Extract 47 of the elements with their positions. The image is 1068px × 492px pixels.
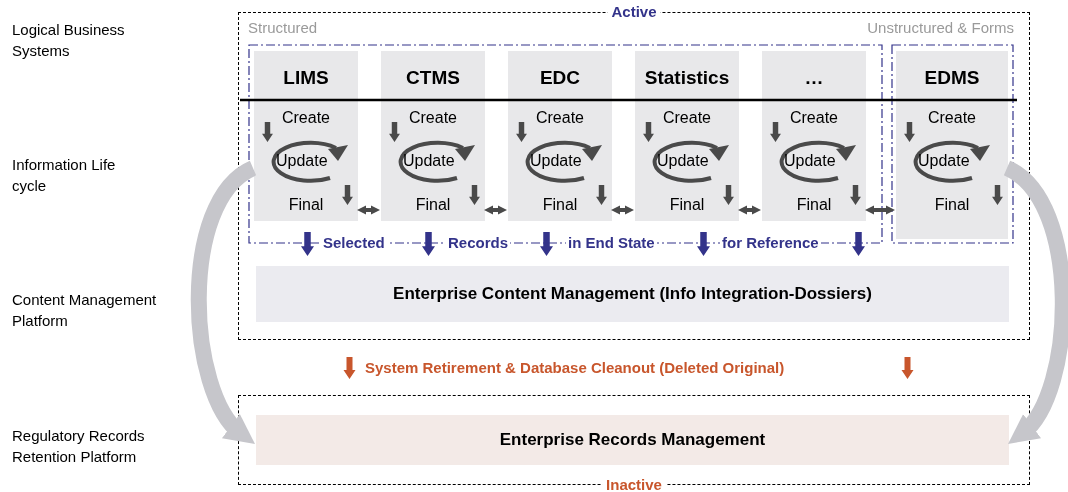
system-name: EDMS <box>923 67 981 89</box>
stage-label: Update <box>918 151 970 170</box>
stage-label: Update <box>276 151 328 170</box>
row-label: Information Life cycle <box>12 155 117 196</box>
curved-arrow <box>190 161 258 447</box>
stage-label: Create <box>535 108 585 127</box>
double-arrow <box>738 205 761 215</box>
frame-title: Inactive <box>602 476 666 492</box>
stage-label: Create <box>927 108 977 127</box>
double-arrow <box>611 205 634 215</box>
stage-label: Update <box>403 151 455 170</box>
stage-label: Final <box>795 195 833 214</box>
stage-label: Final <box>414 195 452 214</box>
curved-arrow <box>1002 161 1068 447</box>
band-title: Enterprise Content Management (Info Integration-Dossiers) <box>393 283 872 306</box>
system-name: … <box>803 67 825 89</box>
system-column <box>762 51 866 221</box>
system-name: EDC <box>538 67 582 89</box>
system-name: Statistics <box>643 67 731 89</box>
double-arrow <box>357 205 380 215</box>
row-label: Content Management Platform <box>12 290 158 331</box>
flow-label: System Retirement & Database Cleanout (Deleted Original) <box>365 359 785 377</box>
stage-label: Final <box>933 195 971 214</box>
double-arrow <box>484 205 507 215</box>
system-column <box>254 51 358 221</box>
stage-label: Final <box>287 195 325 214</box>
system-name: LIMS <box>282 67 330 89</box>
group-title: Unstructured & Forms <box>867 19 1014 37</box>
stage-label: Create <box>408 108 458 127</box>
system-column <box>508 51 612 221</box>
stage-label: Update <box>784 151 836 170</box>
system-column <box>635 51 739 221</box>
group-title: Structured <box>248 19 318 37</box>
system-name: CTMS <box>405 67 461 89</box>
stage-label: Update <box>657 151 709 170</box>
system-column <box>381 51 485 221</box>
stage-label: Final <box>668 195 706 214</box>
stage-label: Update <box>530 151 582 170</box>
stage-label: Final <box>541 195 579 214</box>
row-label: Regulatory Records Retention Platform <box>12 426 146 467</box>
stage-label: Create <box>662 108 712 127</box>
band-title: Enterprise Records Management <box>499 429 766 452</box>
stage-label: Create <box>789 108 839 127</box>
platform-band <box>256 415 1009 465</box>
double-arrow <box>865 205 895 215</box>
stage-label: Create <box>281 108 331 127</box>
row-label: Logical Business Systems <box>12 20 126 61</box>
